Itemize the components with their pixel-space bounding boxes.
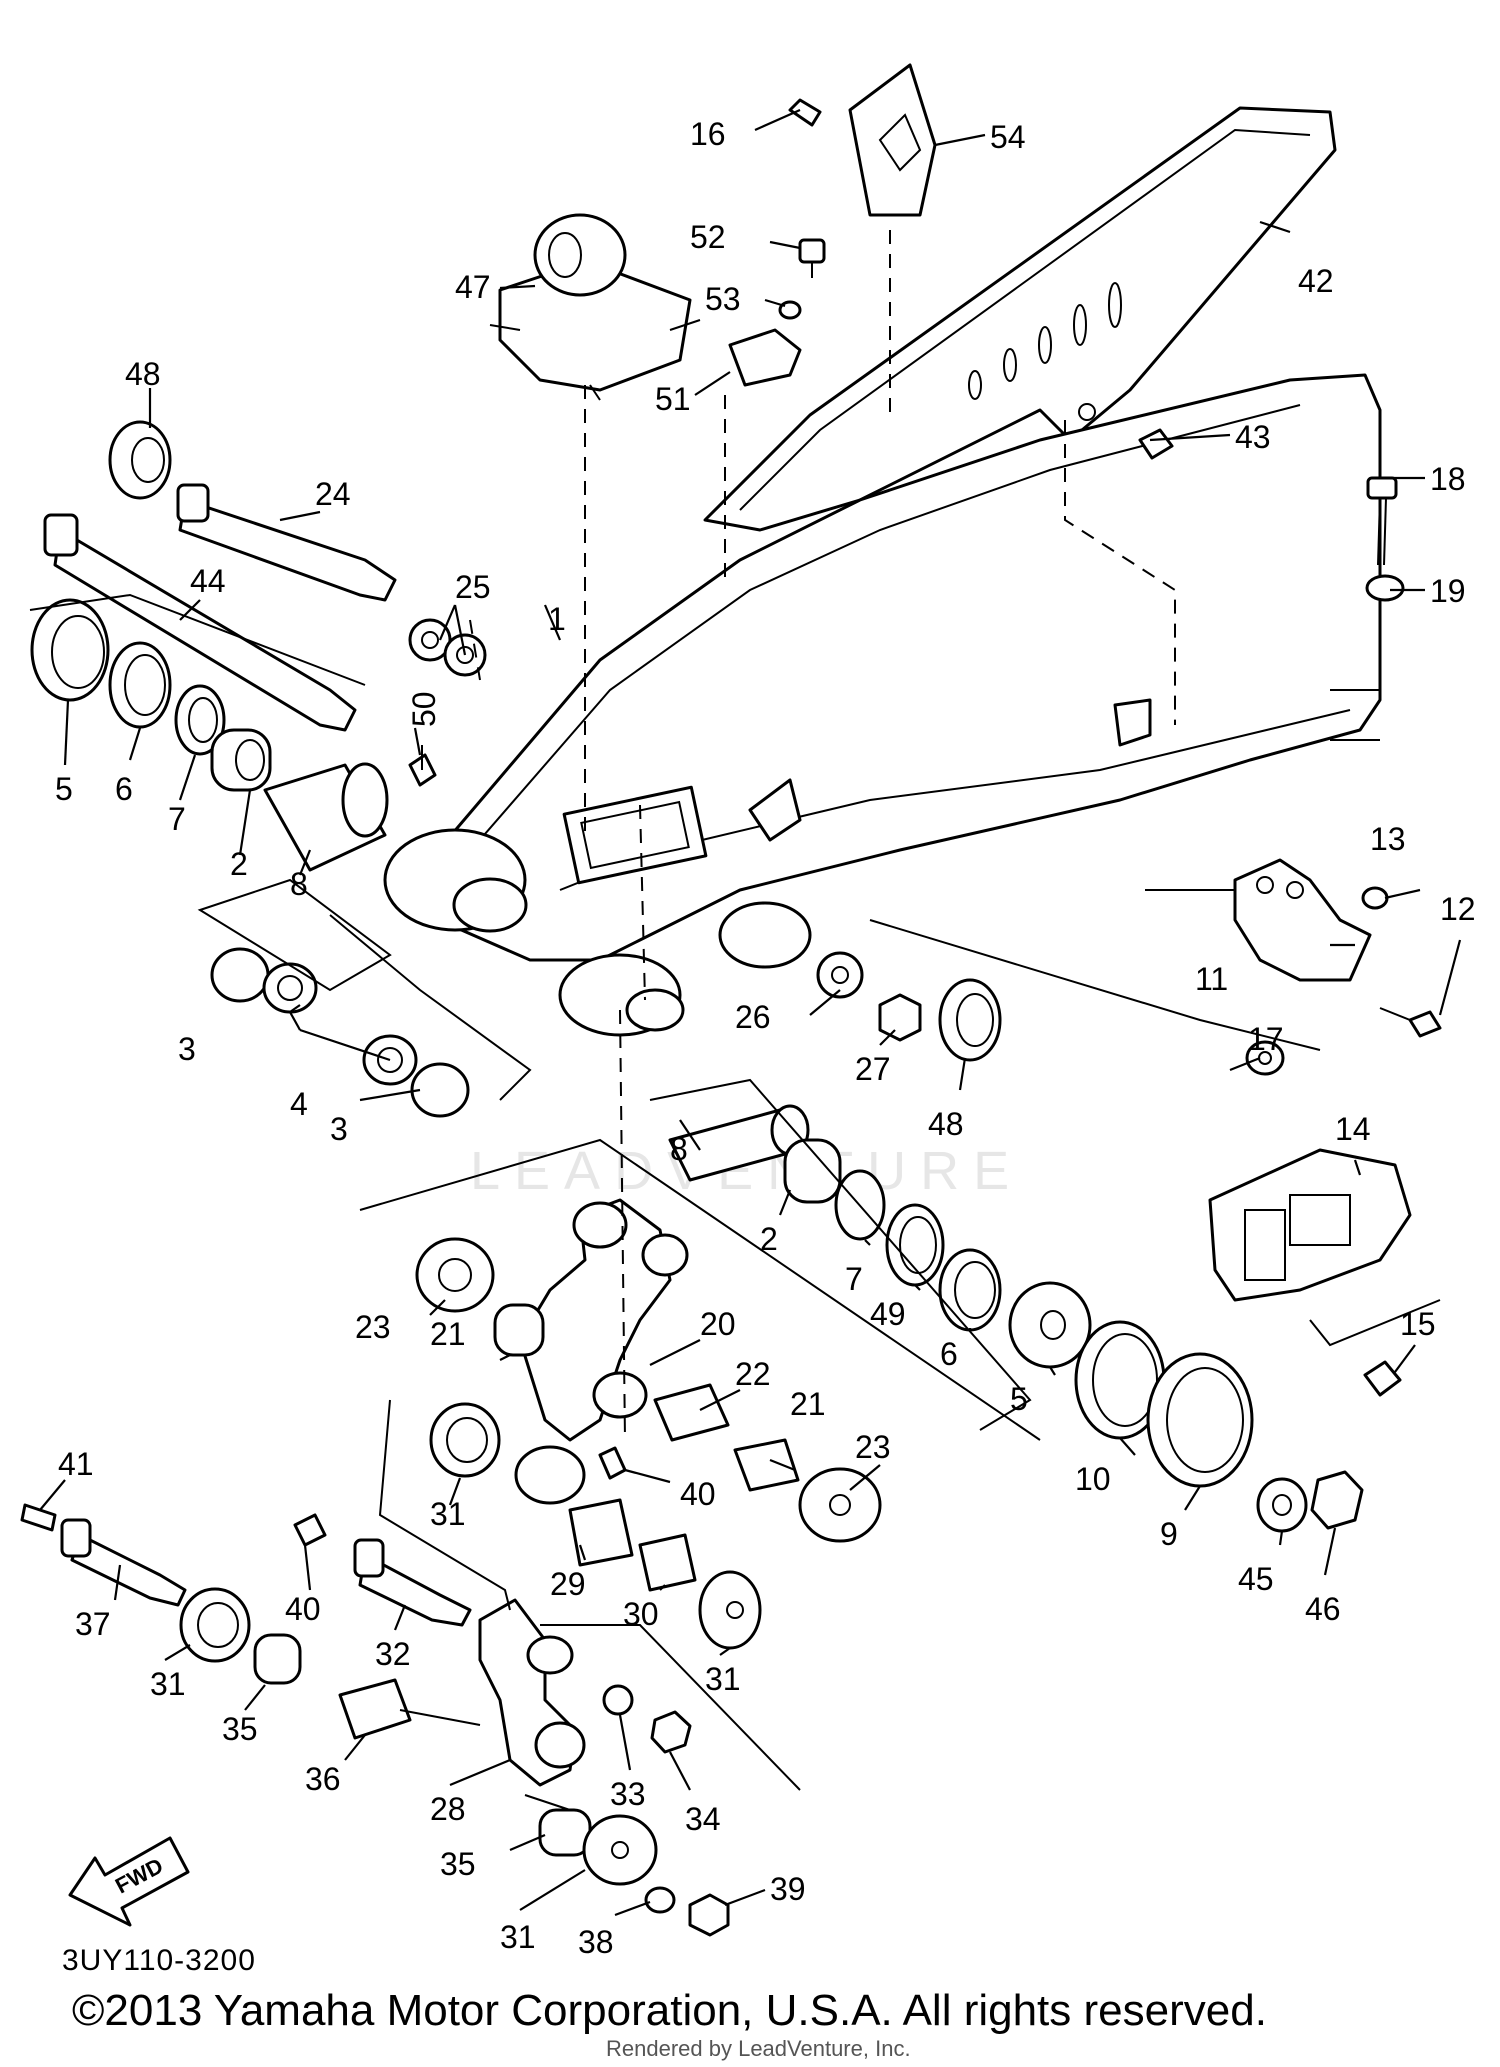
callout-2: 2 xyxy=(760,1221,778,1257)
callout-10: 10 xyxy=(1075,1461,1111,1497)
lower-fasteners-part xyxy=(538,1684,730,1937)
callout-37: 37 xyxy=(75,1606,111,1642)
callout-33: 33 xyxy=(610,1776,646,1812)
callout-11: 11 xyxy=(1195,961,1228,997)
callout-13: 13 xyxy=(1370,821,1406,857)
callout-47: 47 xyxy=(455,269,491,305)
callout-48: 48 xyxy=(125,356,161,392)
callout-2: 2 xyxy=(230,846,248,882)
callout-29: 29 xyxy=(550,1566,586,1602)
right-bearing-group-part xyxy=(668,1104,1364,1533)
copyright-notice: ©2013 Yamaha Motor Corporation, U.S.A. A… xyxy=(72,1986,1267,2035)
callout-54: 54 xyxy=(990,119,1026,155)
callout-50: 50 xyxy=(406,691,442,727)
callout-49: 49 xyxy=(870,1296,906,1332)
diagram-code: 3UY110-3200 xyxy=(62,1944,256,1977)
callout-6: 6 xyxy=(940,1336,958,1372)
callout-42: 42 xyxy=(1298,263,1334,299)
callout-19: 19 xyxy=(1430,573,1466,609)
callout-25: 25 xyxy=(455,569,491,605)
pivot-shafts-part xyxy=(43,420,487,732)
callout-4: 4 xyxy=(290,1086,308,1122)
chain-guard-part xyxy=(703,106,1337,532)
callout-3: 3 xyxy=(178,1031,196,1067)
assembly-lines xyxy=(29,230,1441,1811)
callout-23: 23 xyxy=(355,1309,391,1345)
callout-51: 51 xyxy=(655,381,691,417)
callout-1: 1 xyxy=(548,601,566,637)
bolts-right-part xyxy=(1138,428,1405,602)
bushings-3-4-part xyxy=(210,947,470,1118)
callout-31: 31 xyxy=(705,1661,741,1697)
callout-21: 21 xyxy=(430,1316,466,1352)
washers-center-part xyxy=(816,951,1002,1062)
callout-40: 40 xyxy=(285,1591,321,1627)
callout-22: 22 xyxy=(735,1356,771,1392)
left-bearing-group-part xyxy=(30,598,389,872)
callout-38: 38 xyxy=(578,1924,614,1960)
connecting-rod-part xyxy=(429,1402,762,1787)
callout-40: 40 xyxy=(680,1476,716,1512)
lower-bolts-part xyxy=(20,1503,472,1740)
callout-30: 30 xyxy=(623,1596,659,1632)
callout-7: 7 xyxy=(168,801,186,837)
fwd-arrow-icon: FWD xyxy=(68,1836,190,1927)
callout-44: 44 xyxy=(190,563,226,599)
bracket-and-fasteners-part xyxy=(728,238,826,387)
callout-18: 18 xyxy=(1430,461,1466,497)
leader-lines xyxy=(39,108,1462,1917)
callout-6: 6 xyxy=(115,771,133,807)
callout-32: 32 xyxy=(375,1636,411,1672)
callout-36: 36 xyxy=(305,1761,341,1797)
callout-43: 43 xyxy=(1235,419,1271,455)
callout-8: 8 xyxy=(670,1131,688,1167)
callout-5: 5 xyxy=(55,771,73,807)
callout-34: 34 xyxy=(685,1801,721,1837)
callout-20: 20 xyxy=(700,1306,736,1342)
rendered-by-credit: Rendered by LeadVenture, Inc. xyxy=(606,2036,911,2061)
protector-part xyxy=(489,213,701,401)
callout-46: 46 xyxy=(1305,1591,1341,1627)
grease-nipple-center-part xyxy=(598,1446,627,1480)
relay-arm-part xyxy=(415,1198,882,1543)
callout-26: 26 xyxy=(735,999,771,1035)
callout-17: 17 xyxy=(1248,1021,1284,1057)
callout-labels: 1 2 2 3 3 4 5 5 6 6 7 7 8 8 9 10 11 12 1… xyxy=(55,116,1476,1960)
chain-slider-part xyxy=(1233,858,1442,1038)
callout-23: 23 xyxy=(855,1429,891,1465)
callout-45: 45 xyxy=(1238,1561,1274,1597)
callout-31: 31 xyxy=(150,1666,186,1702)
callout-8: 8 xyxy=(290,866,308,902)
callout-14: 14 xyxy=(1335,1111,1371,1147)
callout-21: 21 xyxy=(790,1386,826,1422)
guide-plate-part xyxy=(788,63,937,217)
callout-35: 35 xyxy=(222,1711,258,1747)
callout-48: 48 xyxy=(928,1106,964,1142)
callout-53: 53 xyxy=(705,281,741,317)
grease-nipple-part xyxy=(408,745,437,787)
callout-39: 39 xyxy=(770,1871,806,1907)
callout-15: 15 xyxy=(1400,1306,1436,1342)
callout-3: 3 xyxy=(330,1111,348,1147)
callout-9: 9 xyxy=(1160,1516,1178,1552)
callout-52: 52 xyxy=(690,219,726,255)
swingarm-part xyxy=(383,373,1382,1037)
callout-24: 24 xyxy=(315,476,351,512)
callout-28: 28 xyxy=(430,1791,466,1827)
callout-7: 7 xyxy=(845,1261,863,1297)
chain-guide-part xyxy=(1208,1040,1412,1397)
callout-41: 41 xyxy=(58,1446,94,1482)
callout-16: 16 xyxy=(690,116,726,152)
callout-27: 27 xyxy=(855,1051,891,1087)
callout-12: 12 xyxy=(1440,891,1476,927)
callout-31: 31 xyxy=(500,1919,536,1955)
callout-5: 5 xyxy=(1010,1381,1028,1417)
callout-35: 35 xyxy=(440,1846,476,1882)
callout-31: 31 xyxy=(430,1496,466,1532)
